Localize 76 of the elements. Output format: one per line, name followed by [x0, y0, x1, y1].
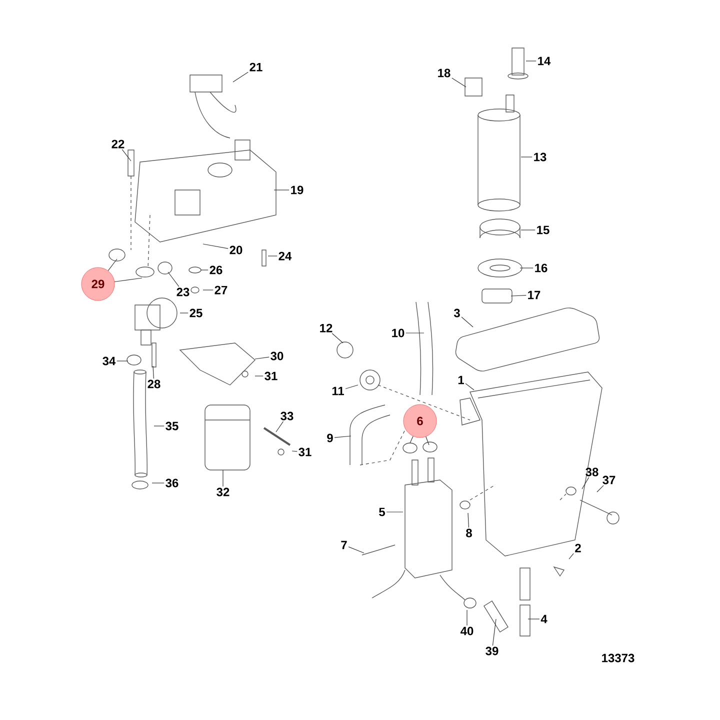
callout-number: 23 — [176, 288, 190, 296]
leader-line — [108, 258, 118, 271]
leader-line — [334, 436, 352, 438]
drawing-number: 13373 — [602, 654, 634, 662]
leader-line — [292, 450, 298, 452]
callout-number: 7 — [341, 540, 347, 550]
callout-number: 16 — [535, 264, 548, 272]
leader-line — [276, 421, 284, 432]
callout-number: 13 — [534, 152, 546, 162]
callout-number: 15 — [537, 226, 550, 234]
callout-number: 27 — [214, 286, 228, 294]
leader-line — [520, 156, 532, 158]
highlighted-callout: 6 — [403, 404, 437, 438]
leader-line — [568, 553, 574, 560]
callout-number: 4 — [540, 614, 548, 624]
leader-line — [426, 436, 430, 446]
leader-line — [510, 295, 526, 296]
leader-line — [466, 610, 468, 626]
leader-line — [461, 316, 474, 328]
callout-number: 2 — [575, 544, 581, 552]
callout-number: 11 — [332, 386, 344, 396]
callout-number: 21 — [250, 62, 262, 72]
leader-line — [452, 78, 466, 88]
callout-number: 20 — [230, 246, 242, 254]
callout-number: 30 — [270, 352, 284, 360]
callout-number: 39 — [486, 646, 498, 656]
highlighted-callout: 29 — [81, 267, 115, 301]
callout-number: 22 — [112, 140, 124, 148]
leader-line — [465, 383, 474, 390]
leader-line — [582, 477, 590, 490]
callout-number: 14 — [538, 56, 551, 66]
leader-line — [410, 436, 414, 444]
leader-line — [348, 546, 364, 554]
leader-line — [152, 482, 164, 484]
callout-number: 1 — [458, 376, 464, 384]
callout-number: 5 — [379, 508, 385, 516]
leader-line — [114, 278, 142, 282]
leader-line — [122, 149, 132, 162]
callout-number: 3 — [454, 308, 460, 318]
callout-number: 24 — [278, 252, 292, 260]
callout-number: 26 — [210, 266, 222, 274]
callout-number: 17 — [528, 290, 540, 300]
leader-line — [152, 366, 154, 379]
leader-line — [222, 470, 224, 487]
leader-line — [345, 384, 358, 390]
leader-line — [232, 72, 248, 82]
leader-line — [332, 333, 344, 344]
callout-number: 9 — [327, 434, 333, 442]
callout-number: 33 — [280, 412, 294, 420]
leader-line — [492, 618, 496, 646]
callout-number: 8 — [466, 528, 472, 538]
callout-number: 34 — [102, 356, 116, 366]
leader-line — [168, 272, 180, 287]
callout-number: 32 — [216, 488, 230, 496]
callout-number: 38 — [586, 468, 598, 476]
leader-line — [254, 356, 270, 360]
leader-line — [528, 618, 540, 620]
callout-number: 18 — [438, 68, 450, 78]
callout-number: 37 — [602, 476, 616, 484]
leader-line — [406, 332, 424, 334]
callout-number: 25 — [190, 308, 202, 318]
callout-number: 36 — [166, 478, 178, 488]
callout-number: 10 — [392, 328, 404, 338]
callout-number: 35 — [166, 422, 178, 430]
callout-number: 12 — [320, 324, 332, 332]
callout-number: 40 — [460, 626, 474, 636]
leader-line — [116, 360, 128, 362]
leader-line — [468, 512, 470, 528]
leader-line — [526, 60, 536, 62]
callout-number: 31 — [264, 372, 278, 380]
leader-line — [596, 485, 604, 492]
callout-number: 31 — [298, 448, 312, 456]
leader-line — [180, 312, 188, 314]
leader-line — [202, 244, 228, 249]
callout-number: 28 — [148, 380, 160, 388]
callout-number: 19 — [291, 186, 304, 194]
